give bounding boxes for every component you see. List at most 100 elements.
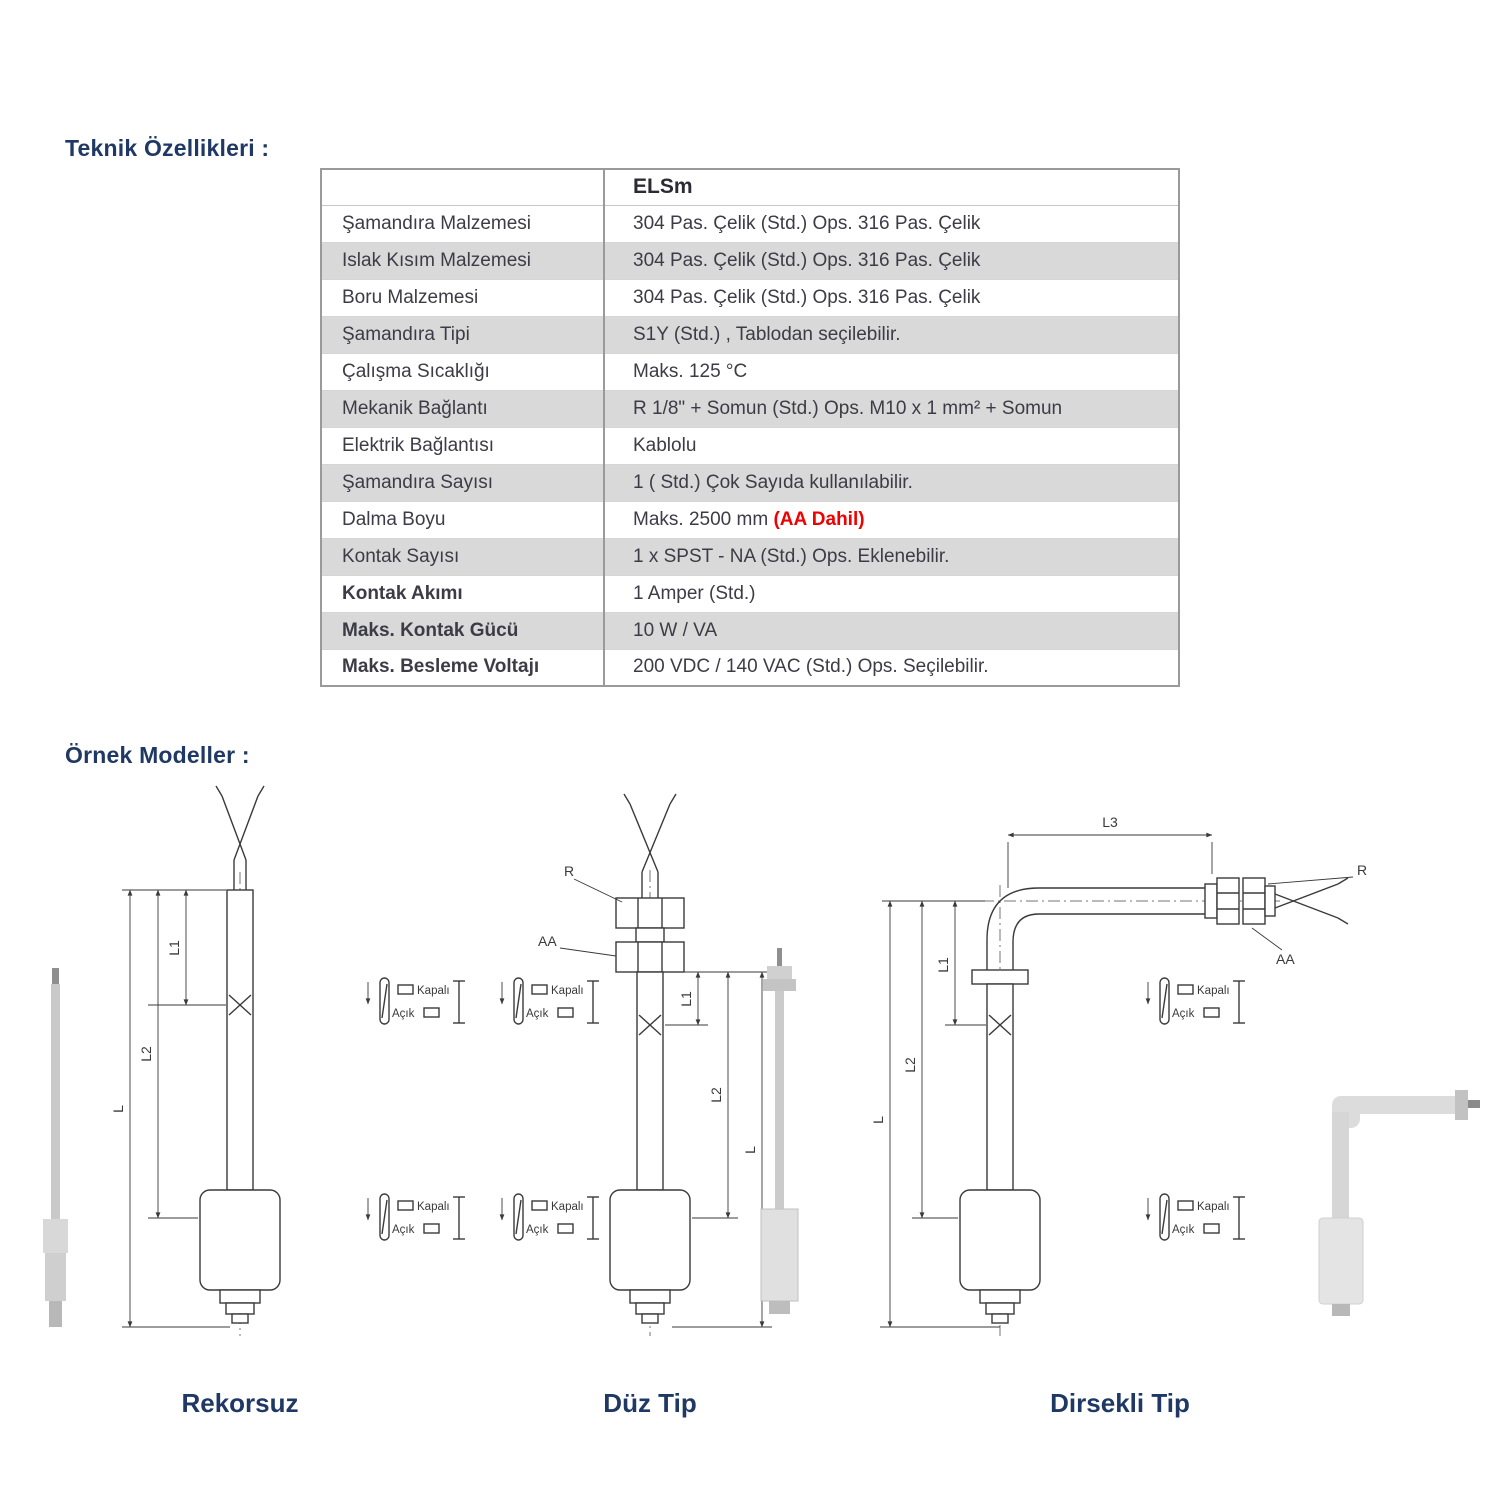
- spec-label: Kontak Sayısı: [321, 538, 605, 576]
- spec-label: Elektrik Bağlantısı: [321, 427, 605, 465]
- cable-lines: [215, 785, 265, 890]
- spec-value: 304 Pas. Çelik (Std.) Ops. 316 Pas. Çeli…: [604, 205, 1179, 243]
- diagram-dirsekli-tip: L3 R: [870, 814, 1480, 1336]
- dimension-l3: L3: [1007, 814, 1213, 888]
- r-leader-line: [1267, 876, 1354, 885]
- product-photo-rekorsuz: [43, 968, 68, 1327]
- diagram-rekorsuz: L1 L2 L Kapalı Açık K: [43, 785, 465, 1336]
- acik-label: Açık: [526, 1008, 549, 1020]
- spec-value-red-note: (AA Dahil): [773, 508, 865, 530]
- magnet-icon: [1233, 1196, 1245, 1240]
- specs-header-row: ELSm: [321, 169, 1179, 206]
- magnet-icon: [1233, 980, 1245, 1024]
- acik-label: Açık: [526, 1224, 549, 1236]
- float-body: [199, 1189, 281, 1324]
- acik-label: Açık: [392, 1224, 415, 1236]
- spec-label: Şamandıra Malzemesi: [321, 205, 605, 243]
- stem-tube: [226, 889, 254, 1191]
- spec-value-text: Maks. 2500 mm: [633, 508, 774, 530]
- kapali-label: Kapalı: [1197, 985, 1230, 997]
- spec-value: Kablolu: [604, 427, 1179, 465]
- dimension-lines: L1 L2 L: [870, 900, 958, 1328]
- magnet-icon: [453, 1196, 465, 1240]
- spec-label: Boru Malzemesi: [321, 279, 605, 317]
- thread-fitting: [1204, 877, 1276, 925]
- spec-value: 304 Pas. Çelik (Std.) Ops. 316 Pas. Çeli…: [604, 242, 1179, 280]
- r-label: R: [564, 863, 574, 879]
- dim-label-l2: L2: [708, 1087, 724, 1103]
- float-body: [609, 1189, 691, 1324]
- spec-value: 10 W / VA: [604, 612, 1179, 650]
- product-photo-dirsekli-tip: [1318, 1090, 1480, 1316]
- thread-fitting: [615, 897, 685, 973]
- spec-value: 304 Pas. Çelik (Std.) Ops. 316 Pas. Çeli…: [604, 279, 1179, 317]
- spec-label: Şamandıra Sayısı: [321, 464, 605, 502]
- specs-header-model: ELSm: [604, 169, 1179, 206]
- tech-specs-heading: Teknik Özellikleri :: [65, 135, 270, 161]
- dim-label-l: L: [742, 1146, 758, 1154]
- spec-label: Kontak Akımı: [321, 575, 605, 613]
- magnet-icon: [453, 980, 465, 1024]
- dim-label-l1: L1: [935, 957, 951, 973]
- kapali-label: Kapalı: [551, 1201, 584, 1213]
- cable-lines: [623, 793, 677, 898]
- r-label: R: [1357, 862, 1367, 878]
- aa-leader-line: [559, 947, 617, 957]
- spec-label: Çalışma Sıcaklığı: [321, 353, 605, 391]
- spec-label: Mekanik Bağlantı: [321, 390, 605, 428]
- acik-label: Açık: [1172, 1224, 1195, 1236]
- spec-value: Maks. 2500 mm (AA Dahil): [604, 501, 1179, 539]
- aa-label: AA: [1276, 951, 1295, 967]
- specs-header-empty-cell: [321, 169, 605, 206]
- example-models-diagrams: L1 L2 L Kapalı Açık K: [0, 780, 1500, 1460]
- spec-value: 1 ( Std.) Çok Sayıda kullanılabilir.: [604, 464, 1179, 502]
- cable-lines: [1274, 877, 1349, 925]
- switch-state-indicator: Kapalı Açık: [1145, 1193, 1245, 1241]
- dim-label-l: L: [110, 1105, 126, 1113]
- spec-row: Dalma Boyu Maks. 2500 mm (AA Dahil): [321, 501, 1179, 539]
- magnet-icon: [587, 1196, 599, 1240]
- switch-state-indicator: Kapalı Açık: [499, 977, 599, 1025]
- dim-label-l1: L1: [166, 940, 182, 956]
- kapali-label: Kapalı: [551, 985, 584, 997]
- spec-label: Islak Kısım Malzemesi: [321, 242, 605, 280]
- r-leader-line: [573, 878, 623, 903]
- spec-label: Dalma Boyu: [321, 501, 605, 539]
- dim-label-l1: L1: [678, 991, 694, 1007]
- dim-label-l3: L3: [1102, 814, 1118, 830]
- spec-label: Maks. Besleme Voltajı: [321, 649, 605, 687]
- diagram-duz-tip: R AA: [499, 793, 799, 1336]
- product-photo-duz-tip: [760, 948, 799, 1314]
- dim-label-l: L: [870, 1116, 886, 1124]
- spec-value: Maks. 125 °C: [604, 353, 1179, 391]
- diagram-caption-rekorsuz: Rekorsuz: [181, 1388, 299, 1418]
- example-models-heading: Örnek Modeller :: [65, 742, 250, 768]
- dim-label-l2: L2: [138, 1046, 154, 1062]
- spec-value: R 1/8" + Somun (Std.) Ops. M10 x 1 mm² +…: [604, 390, 1179, 428]
- switch-state-indicator: Kapalı Açık: [365, 977, 465, 1025]
- kapali-label: Kapalı: [417, 985, 450, 997]
- aa-label: AA: [538, 933, 557, 949]
- switch-state-indicator: Kapalı Açık: [365, 1193, 465, 1241]
- stem-tube: [636, 971, 664, 1191]
- kapali-label: Kapalı: [417, 1201, 450, 1213]
- magnet-icon: [587, 980, 599, 1024]
- kapali-label: Kapalı: [1197, 1201, 1230, 1213]
- dim-label-l2: L2: [902, 1057, 918, 1073]
- spec-value: 1 x SPST - NA (Std.) Ops. Eklenebilir.: [604, 538, 1179, 576]
- stem-tube: [986, 983, 1014, 1191]
- acik-label: Açık: [1172, 1008, 1195, 1020]
- dimension-lines: L1 L2 L: [110, 889, 189, 1328]
